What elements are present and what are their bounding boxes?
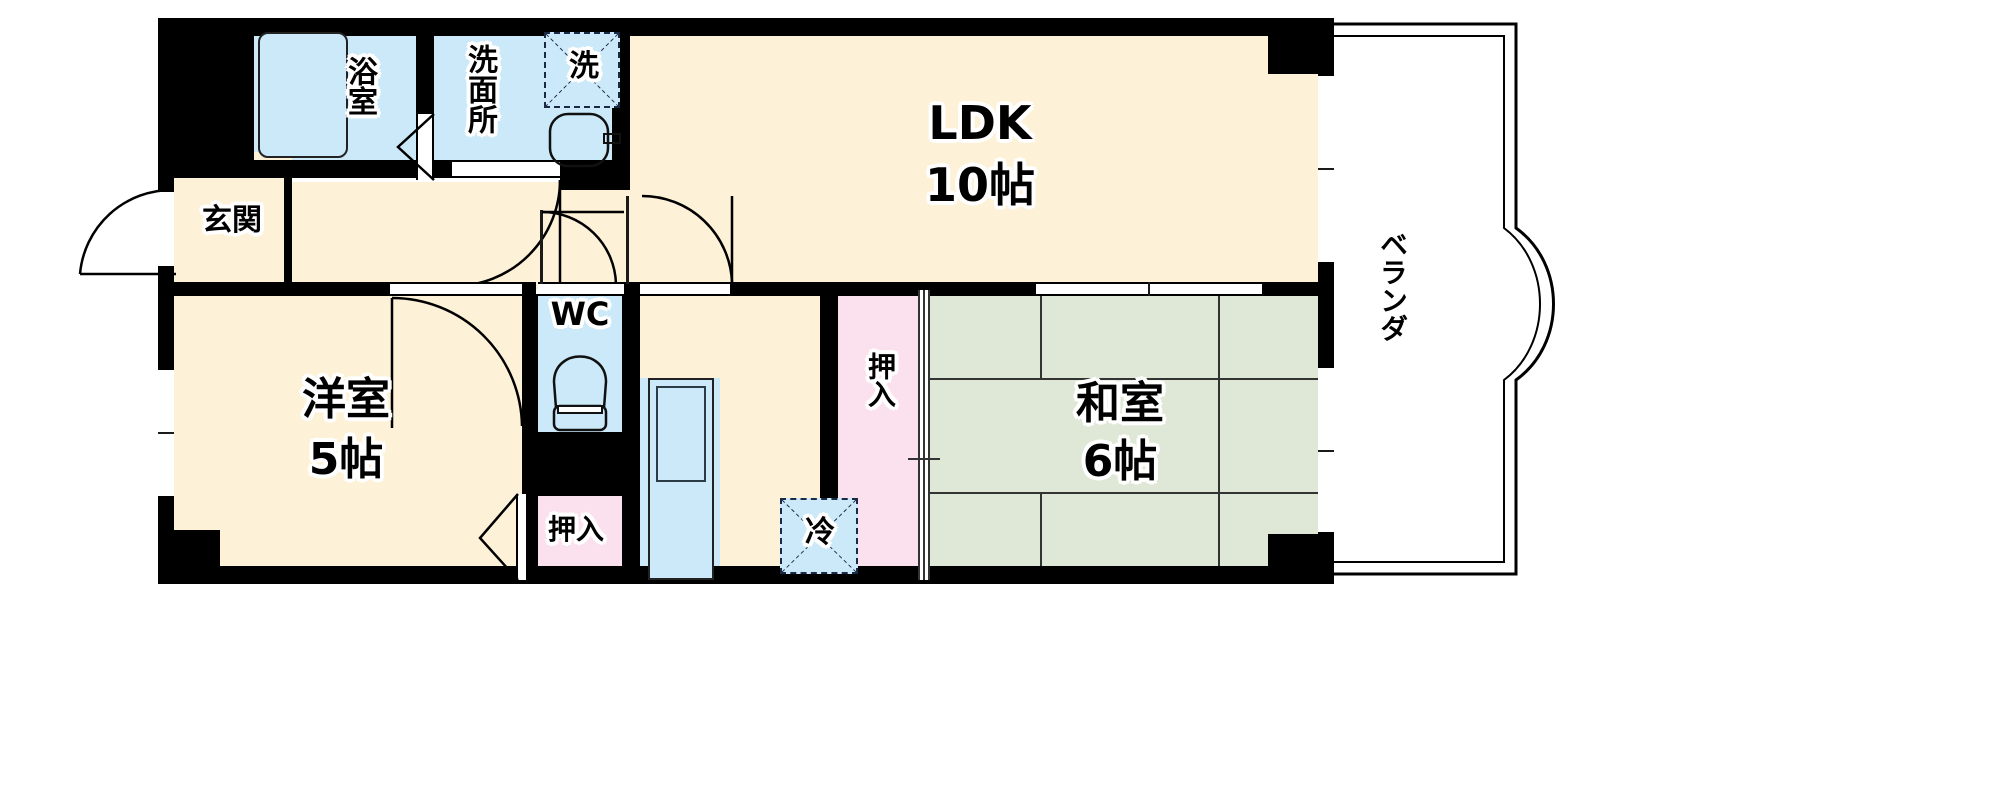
kitchen-sink-basin-icon [656,386,706,482]
wall-genkan-right [284,178,292,290]
tatami-line [928,492,1330,494]
washroom-door-opening [452,160,560,178]
wall-top [158,18,1334,36]
oshiire-left-door [516,494,528,580]
tatami-line [928,378,1330,380]
fusuma-center-line [923,290,925,580]
label-ldk-size: 10帖 [924,158,1035,212]
wall-yoshitsu-top-right [522,282,536,296]
label-yokushitsu: 浴室 [342,56,377,116]
bathtub-icon [258,32,348,158]
room-washitsu-fill [928,290,1330,580]
window-mullion [1318,168,1334,170]
tatami-line [1218,492,1220,580]
vanity-sink-icon [548,112,621,168]
label-ldk: LDK [928,96,1032,150]
toilet-icon [552,355,608,432]
yoshitsu-door-opening [390,282,522,296]
wall-bath-washroom [416,18,434,114]
wall-bottom-left-block [158,530,220,584]
label-senmenjo: 洗面所 [462,44,497,134]
window-mullion [1318,450,1334,452]
wc-door-opening [538,282,624,296]
wall-washroom-bottom [432,160,452,178]
window-mullion [158,432,174,434]
yoshitsu-door-swing-icon [390,296,524,428]
ldk-door-opening [640,282,730,296]
label-veranda: ベランダ [1376,230,1409,342]
room-ldk-fill [628,24,1330,290]
wall-ldk-bottom-right [730,282,868,296]
balcony-outline [1334,22,1555,576]
tatami-line [1040,290,1042,378]
bathroom-folding-door-icon [396,113,435,181]
window-mullion [1148,282,1150,296]
hall-door-swing-icon [541,210,624,285]
room-hall-fill [290,182,635,290]
tatami-line [1218,290,1220,378]
wall-genkan-top [170,144,250,154]
room-yoshitsu-fill [170,290,522,580]
refrigerator-icon [780,498,858,574]
label-washitsu-size: 6帖 [1082,436,1158,487]
wall-hall-bottom [170,282,390,296]
wall-bottom [158,566,1334,584]
ldk-door-swing-icon [641,194,734,283]
wall-bath-left [236,18,252,178]
label-wc: WC [550,295,610,333]
wall-wc-bottom [522,432,640,496]
label-washitsu: 和室 [1076,378,1164,429]
fusuma-pull-mark [908,458,940,460]
tatami-line [1040,492,1042,580]
label-washer: 洗 [569,49,599,84]
washing-machine-icon [544,32,620,108]
room-oshiire-left-fill [525,494,625,580]
tatami-line [1218,378,1220,492]
label-yoshitsu: 洋室 [302,374,390,425]
bathroom-door-opening [416,114,434,180]
door-jamb [540,210,543,284]
label-yoshitsu-size: 5帖 [308,434,384,485]
wall-bath-bottom [236,160,432,178]
genkan-door-swing-icon [78,188,176,276]
door-jamb [626,196,629,284]
label-genkan: 玄関 [202,203,262,238]
label-oshiire-left: 押入 [547,513,604,546]
oshiire-left-folding-door-icon [478,493,519,581]
label-oshiire-right: 押入 [864,352,897,408]
label-fridge: 冷 [805,515,835,550]
wall-hall-ldk-divider [624,282,640,296]
